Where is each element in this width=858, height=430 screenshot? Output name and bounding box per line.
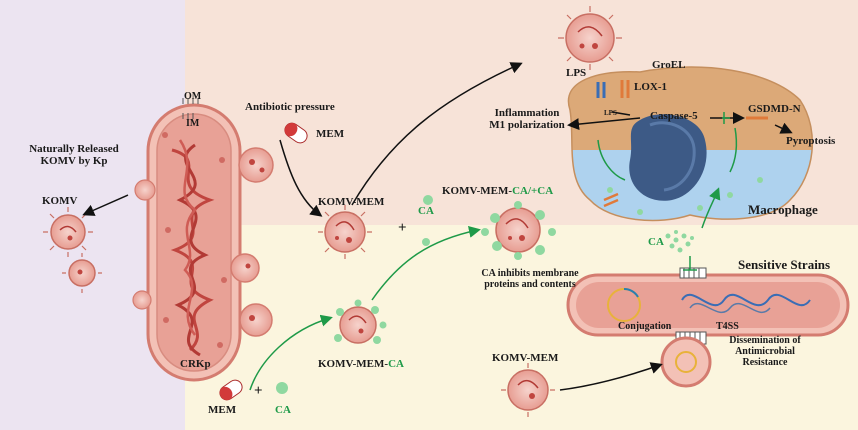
top-vesicle	[558, 6, 622, 70]
ca-label-2: CA	[648, 236, 664, 248]
mem-capsule-bottom	[219, 379, 243, 401]
komv-mem-vesicle	[318, 205, 372, 259]
lox1-label: LOX-1	[634, 81, 667, 93]
ca-label-3: CA	[275, 404, 291, 416]
conjugation-label: Conjugation	[618, 321, 672, 332]
plus-sign-1: +	[398, 220, 407, 236]
inflammation-label: Inflammation M1 polarization	[489, 107, 565, 132]
lps-inner-label: LPS	[604, 109, 617, 117]
crkp-label: CRKp	[180, 358, 211, 370]
caspase5-label: Caspase-5	[650, 110, 698, 122]
komv-mem-ca-plus-ca-vesicle	[481, 201, 556, 260]
lps-label: LPS	[566, 67, 587, 79]
crkp-bacterium	[146, 98, 242, 382]
antibiotic-pressure-label: Antibiotic pressure	[245, 101, 335, 113]
komv-mem-ca-label: KOMV-MEM-CA	[318, 358, 404, 370]
macrophage-cell	[567, 66, 813, 222]
sensitive-strains-label: Sensitive Strains	[738, 257, 831, 272]
t4ss-label: T4SS	[716, 321, 739, 332]
naturally-released-label: Naturally Released KOMV by Kp	[29, 143, 119, 168]
komv-mem-label: KOMV-MEM	[318, 196, 385, 208]
mem-top-label: MEM	[316, 128, 345, 140]
macrophage-label: Macrophage	[748, 202, 818, 217]
budding-vesicles	[132, 147, 274, 337]
sensitive-strain-bacterium	[566, 267, 850, 345]
groel-label: GroEL	[652, 59, 686, 71]
pyroptosis-label: Pyroptosis	[786, 135, 836, 147]
komv-mem-bottom-label: KOMV-MEM	[492, 352, 559, 364]
receptors	[596, 80, 630, 208]
recipient-bacterium	[660, 336, 712, 388]
im-label: IM	[186, 118, 200, 129]
komv-mem-ca-plus-ca-label: KOMV-MEM-CA/+CA	[442, 185, 554, 197]
gsdmd-n-label: GSDMD-N	[748, 103, 801, 115]
ca-label-1: CA	[418, 205, 434, 217]
komv-mem-bottom-vesicle	[501, 363, 555, 417]
dissemination-label: Dissemination of Antimicrobial Resistanc…	[729, 335, 801, 368]
komv-label: KOMV	[42, 195, 78, 207]
mem-capsule-top	[284, 122, 308, 144]
ca-inhibits-label: CA inhibits membrane proteins and conten…	[481, 268, 579, 290]
ca-dots-2	[665, 230, 694, 253]
black-arrows	[82, 62, 793, 391]
ca-dots-1	[422, 195, 433, 246]
green-arrows	[249, 112, 738, 391]
om-label: OM	[184, 91, 202, 102]
mem-bottom-label: MEM	[208, 404, 237, 416]
komv-mem-ca-vesicle	[334, 299, 387, 344]
komv-vesicles	[43, 207, 102, 293]
ca-dot-bottom	[276, 382, 288, 394]
plus-sign-2: +	[254, 383, 263, 399]
